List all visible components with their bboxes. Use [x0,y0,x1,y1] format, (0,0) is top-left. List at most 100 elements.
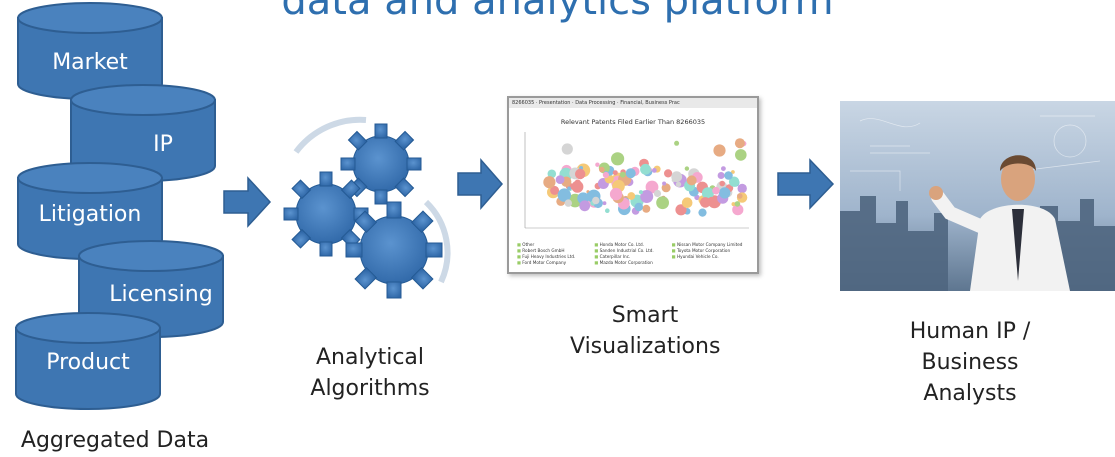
caption-line: Business [921,350,1019,375]
caption-line: Analysts [923,381,1017,406]
viz-bubble [592,196,600,205]
viz-legend-item: Caterpillar Inc. [594,254,671,259]
page-title: data and analytics platform [281,0,834,24]
viz-bubble [662,181,667,186]
source-label-licensing: Licensing [109,282,213,307]
gear-large-icon [345,201,443,299]
cylinder-market: Market [17,2,163,102]
viz-bubble [625,168,636,179]
viz-bubble [653,189,662,198]
viz-bubble [605,208,610,213]
gear-left-icon [283,171,369,257]
viz-bubble [661,183,671,193]
viz-bubble [612,170,618,176]
viz-bubble [555,175,565,184]
caption-smart-visualizations: Smart Visualizations [570,300,720,362]
viz-bubble [719,187,731,199]
viz-bubble [717,172,725,179]
viz-header: 8266035 · Presentation · Data Processing… [509,98,757,108]
viz-bubble [543,176,556,189]
caption-line: Algorithms [310,376,430,401]
caption-line: Aggregated Data [20,428,210,453]
viz-bubble [671,171,683,183]
viz-bubble [724,171,733,180]
viz-bubble [698,208,707,217]
viz-legend: OtherHonda Motor Co. Ltd.Nissan Motor Co… [517,242,749,265]
flow-arrow-2 [457,158,503,210]
source-label-ip: IP [153,132,173,157]
flow-arrow-3 [777,158,835,210]
viz-legend-item: Honda Motor Co. Ltd. [594,242,671,247]
viz-bubble [575,168,586,180]
viz-bubble [686,175,697,186]
caption-line: Human IP / [909,319,1031,344]
viz-bubble [728,176,740,187]
viz-bubble [609,187,623,201]
viz-bubble [611,152,625,166]
bubble-chart [524,132,749,229]
viz-bubble [652,168,657,173]
viz-bubble [550,185,560,195]
gear-small-icon [340,123,422,205]
viz-bubble [599,166,605,173]
cylinder-litigation: Litigation [17,162,163,262]
viz-bubble [619,171,626,178]
viz-bubble [627,192,636,200]
cylinder-ip: IP [70,84,216,184]
viz-bubble [719,180,725,187]
caption-human-analysts: Human IP / Business Analysts [880,316,1060,409]
viz-bubble [737,193,743,199]
viz-bubble [664,169,673,178]
viz-bubble [681,197,693,208]
source-label-product: Product [46,350,130,375]
viz-bubble [735,149,747,161]
analyst-photo [840,101,1115,291]
viz-bubble [567,186,571,191]
viz-bubble [721,166,726,171]
source-label-litigation: Litigation [38,202,142,227]
viz-bubble [675,204,687,216]
viz-bubble [700,197,711,208]
viz-bubble [638,190,643,195]
viz-chart-title: Relevant Patents Filed Earlier Than 8266… [560,118,706,126]
viz-bubble [602,171,609,179]
viz-legend-item: Hyundai Vehicle Co. [672,254,749,259]
viz-bubble [731,202,736,207]
visualization-thumbnail: 8266035 · Presentation · Data Processing… [507,96,759,274]
viz-bubble [737,183,747,194]
viz-bubble [602,201,607,206]
cylinder-product: Product [15,312,161,412]
viz-bubble [732,204,744,216]
viz-bubble [585,192,592,200]
viz-bubble [579,200,591,212]
viz-bubble [734,201,741,207]
viz-bubble [675,181,682,188]
viz-bubble [734,138,745,149]
viz-legend-item: Other [517,242,594,247]
viz-bubble [701,187,714,200]
viz-legend-item: Nissan Motor Company Limited [672,242,749,247]
viz-bubble [712,186,720,195]
viz-bubble [547,169,557,179]
viz-bubble [640,190,654,203]
viz-legend-item: Ford Motor Company [517,260,594,265]
flow-arrow-1 [223,176,272,228]
viz-bubble [640,163,651,175]
gears-icon [283,116,451,299]
caption-aggregated-data: Aggregated Data [20,425,210,456]
caption-line: Smart [611,303,679,328]
viz-bubble [564,199,572,207]
viz-bubble [684,166,690,171]
viz-legend-item: Mazda Motor Corporation [594,260,671,265]
viz-legend-item: Toyota Motor Corporation [672,248,749,253]
viz-bubble [674,140,680,146]
source-label-market: Market [52,50,128,75]
viz-legend-item: Robert Bosch GmbH [517,248,594,253]
viz-bubble [557,188,571,202]
viz-legend-item: Sanden Industrial Co. Ltd. [594,248,671,253]
viz-bubble [713,144,726,157]
viz-bubble [656,196,669,210]
viz-bubble [634,202,643,212]
viz-legend-item: Fuji Heavy Industries Ltd. [517,254,594,259]
viz-bubble [595,162,600,167]
